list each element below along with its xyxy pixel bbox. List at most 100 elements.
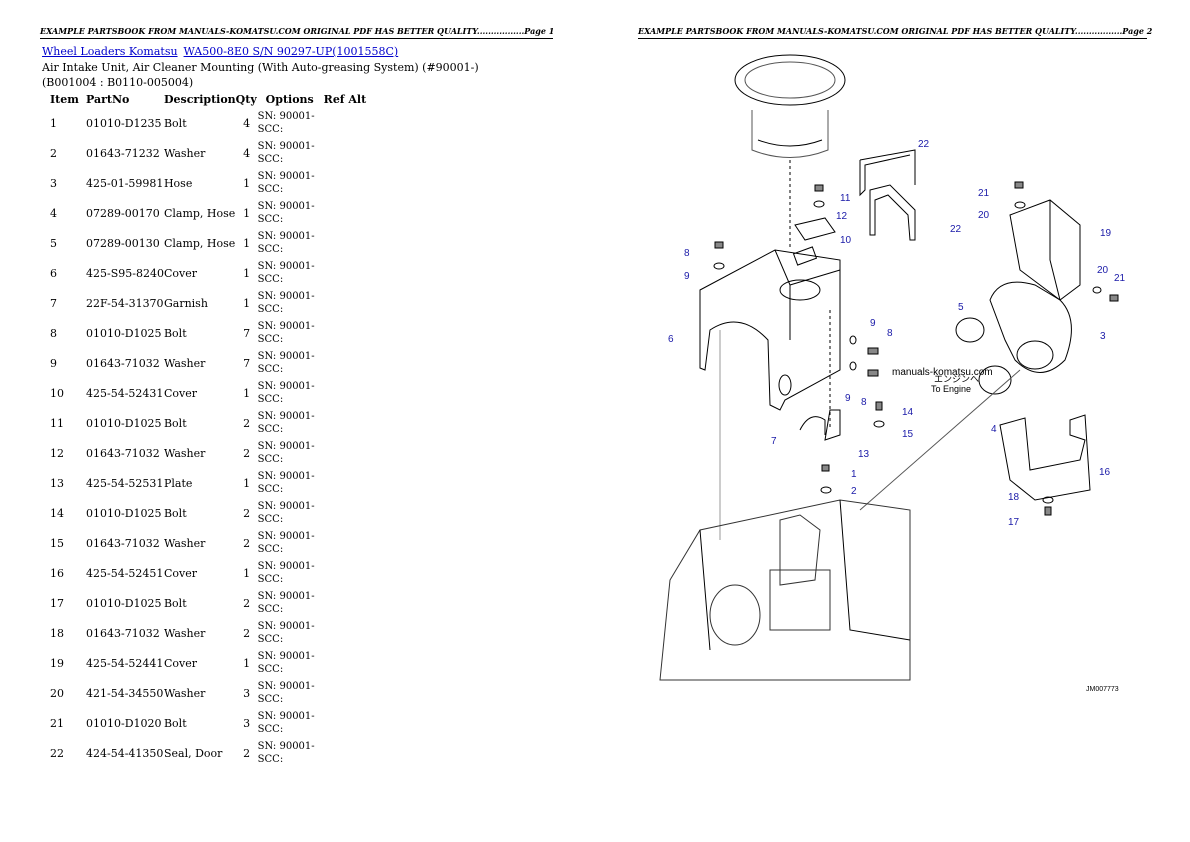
callout-20-right: 20 [1097,265,1109,276]
cell-partno: 22F-54-31370 [86,296,164,310]
callout-14: 14 [902,407,914,418]
cell-item: 13 [50,476,64,490]
parts-diagram: 22 11 12 10 22 8 9 6 21 20 19 20 21 5 3 … [640,40,1155,709]
cell-options: SN: 90001-SCC: [257,231,315,255]
cell-item: 22 [50,746,64,760]
column-header-item: Item [50,92,79,106]
cell-refalt [318,228,367,258]
breadcrumb: Wheel Loaders Komatsu WA500-8E0 S/N 90297… [42,45,398,58]
cell-refalt [318,438,367,468]
cell-qty: 1 [243,266,251,280]
cell-qty: 1 [243,386,251,400]
cell-qty: 3 [243,716,251,730]
cell-refalt [318,618,367,648]
cell-refalt [318,738,367,768]
callout-21-right: 21 [1114,273,1126,284]
callout-2: 2 [851,486,857,497]
cell-description: Clamp, Hose [163,236,236,250]
machine-frame [659,499,911,681]
cell-description: Garnish [163,296,208,310]
cell-refalt [318,468,367,498]
bolt-11 [814,184,824,192]
callout-8-left: 8 [684,248,690,259]
cell-options: SN: 90001-SCC: [257,741,315,765]
cell-partno: 01643-71032 [86,356,160,370]
cell-description: Washer [163,536,206,550]
callout-3: 3 [1100,331,1106,342]
hose-3 [989,281,1072,373]
cell-item: 5 [50,236,57,250]
callout-22-bottom: 22 [950,224,962,235]
bolt-21-right [1109,294,1119,302]
callout-5: 5 [958,302,964,313]
cell-partno: 01643-71232 [86,146,160,160]
cell-item: 15 [50,536,64,550]
clamp-5 [955,317,985,343]
cell-options: SN: 90001-SCC: [257,531,315,555]
cell-description: Bolt [163,116,187,130]
callout-16: 16 [1099,467,1111,478]
cell-options: SN: 90001-SCC: [257,621,315,645]
cell-refalt [318,288,367,318]
cell-partno: 01643-71032 [86,626,160,640]
callout-10: 10 [840,235,852,246]
cell-item: 6 [50,266,57,280]
cell-refalt [318,318,367,348]
cell-options: SN: 90001-SCC: [257,171,315,195]
cell-qty: 2 [243,746,251,760]
callout-9-lower: 9 [845,393,851,404]
cell-options: SN: 90001-SCC: [257,411,315,435]
watermark-text: manuals-komatsu.com [892,367,993,378]
cell-options: SN: 90001-SCC: [257,321,315,345]
callout-4: 4 [991,424,997,435]
cell-item: 2 [50,146,57,160]
cell-qty: 2 [243,536,251,550]
cell-partno: 425-54-52451 [86,566,164,580]
column-header-partno: PartNo [86,92,130,106]
cell-partno: 01010-D1025 [86,596,162,610]
breadcrumb-link-category[interactable]: Wheel Loaders Komatsu [42,45,178,58]
page-title: Air Intake Unit, Air Cleaner Mounting (W… [42,61,479,89]
callout-19: 19 [1100,228,1112,239]
cell-description: Washer [163,356,206,370]
parts-table: Item PartNo Description Qty Options Ref … [42,90,366,768]
cell-partno: 425-54-52431 [86,386,164,400]
cell-partno: 07289-00130 [86,236,160,250]
engine-label-jp: エンジンへ [934,374,979,384]
cell-refalt [318,558,367,588]
clamp-4 [978,365,1012,395]
callout-11: 11 [840,193,851,204]
cell-qty: 2 [243,596,251,610]
cell-item: 4 [50,206,57,220]
cell-options: SN: 90001-SCC: [257,681,315,705]
cell-refalt [318,678,367,708]
cell-qty: 7 [243,326,251,340]
cell-item: 11 [50,416,64,430]
plate-13 [824,409,841,441]
breadcrumb-link-model[interactable]: WA500-8E0 S/N 90297-UP(1001558C) [183,45,399,58]
cover-16 [999,414,1091,501]
callout-9-upper: 9 [870,318,876,329]
cell-item: 9 [50,356,57,370]
callout-22-top: 22 [918,139,930,150]
cell-options: SN: 90001-SCC: [257,591,315,615]
cell-qty: 3 [243,686,251,700]
seal-22-upper [859,149,916,197]
cell-item: 19 [50,656,64,670]
drawing-code: JM007773 [1086,686,1119,693]
cell-partno: 425-S95-8240 [86,266,164,280]
cell-qty: 2 [243,506,251,520]
cell-description: Clamp, Hose [163,206,236,220]
cell-refalt [318,648,367,678]
cell-description: Bolt [163,506,187,520]
cell-item: 10 [50,386,64,400]
cell-description: Washer [163,626,206,640]
